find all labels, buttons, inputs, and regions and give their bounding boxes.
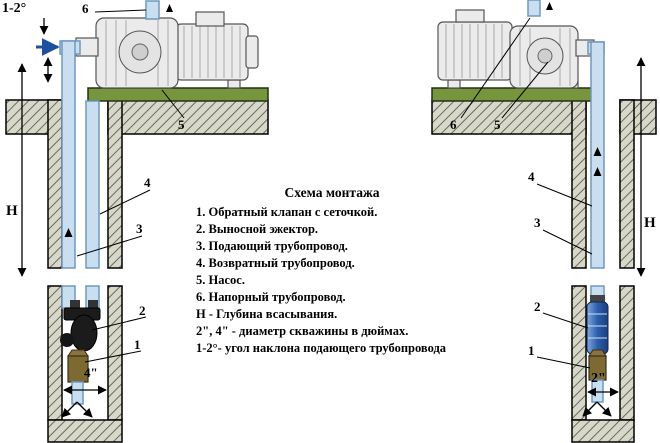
right-callout-6: 6 [450, 117, 457, 132]
legend-item: 1-2°- угол наклона подающего трубопровод… [196, 341, 447, 355]
right-diameter-label: 2" [591, 371, 606, 386]
left-callout-1: 1 [134, 337, 141, 352]
legend-item: 4. Возвратный трубопровод. [196, 256, 355, 270]
legend-item: 2", 4" - диаметр скважины в дюймах. [196, 324, 409, 338]
legend-item: 5. Насос. [196, 273, 245, 287]
left-angle-label: 1-2° [2, 1, 27, 16]
legend-block: Схема монтажа 1. Обратный клапан с сеточ… [196, 185, 468, 357]
left-well-ground [5, 99, 269, 443]
left-callout-5: 5 [178, 117, 185, 132]
legend-item: Н - Глубина всасывания. [196, 307, 338, 321]
legend-title: Схема монтажа [284, 185, 380, 200]
left-ejector [60, 300, 101, 358]
right-well-ground [431, 99, 657, 443]
right-pipe [587, 41, 605, 303]
left-callout-6: 6 [82, 1, 89, 16]
callout-leader-lines [76, 9, 593, 369]
right-callout-3: 3 [534, 215, 541, 230]
right-callout-1: 1 [528, 343, 535, 358]
left-diameter-label: 4" [84, 365, 98, 380]
right-callout-2: 2 [534, 299, 541, 314]
left-check-valve [61, 349, 93, 418]
left-callout-4: 4 [144, 175, 151, 190]
legend-item: 1. Обратный клапан с сеточкой. [196, 205, 378, 219]
right-depth-label: Н [644, 215, 656, 231]
legend-item: 2. Выносной эжектор. [196, 222, 319, 236]
left-callout-2: 2 [139, 303, 146, 318]
right-callout-5: 5 [494, 117, 501, 132]
right-ejector [586, 295, 609, 355]
legend-item: 6. Напорный трубопровод. [196, 290, 346, 304]
right-pump [431, 0, 595, 102]
left-depth-label: Н [6, 203, 18, 219]
right-callout-4: 4 [528, 169, 535, 184]
left-callout-3: 3 [136, 221, 143, 236]
left-pump [75, 0, 269, 102]
dimension-arrows [17, 18, 646, 397]
legend-item: 3. Подающий трубопровод. [196, 239, 348, 253]
left-pipes [59, 40, 100, 309]
